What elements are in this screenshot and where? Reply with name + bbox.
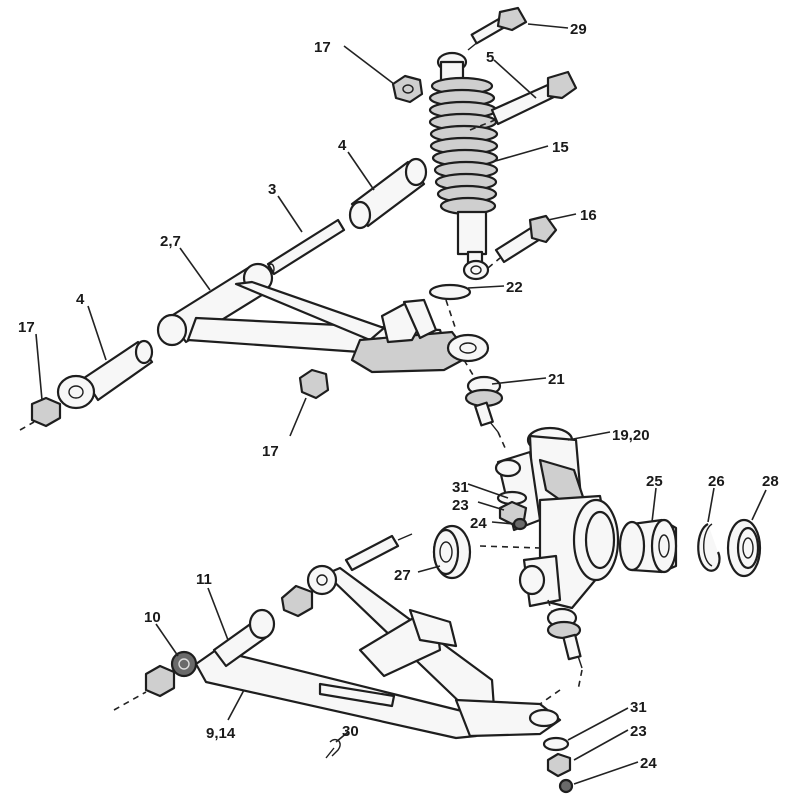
bushing-4-top xyxy=(348,157,428,230)
callout-19-20: 19,20 xyxy=(612,427,650,444)
bolt-16 xyxy=(487,214,558,269)
callout-26: 26 xyxy=(708,473,725,490)
washer-31-bottom xyxy=(542,736,570,752)
steering-knuckle xyxy=(479,426,620,610)
bolt-29 xyxy=(467,6,528,51)
seal-27 xyxy=(432,524,472,580)
callout-10: 10 xyxy=(144,609,161,626)
callout-4-top: 4 xyxy=(338,137,347,154)
callout-25: 25 xyxy=(646,473,663,490)
callout-23-top: 23 xyxy=(452,497,469,514)
callout-17-left: 17 xyxy=(18,319,35,336)
bushing-lower-mid xyxy=(280,584,314,618)
callout-15: 15 xyxy=(552,139,569,156)
callout-16: 16 xyxy=(580,207,597,224)
callout-17-top: 17 xyxy=(314,39,331,56)
bushing-4-left xyxy=(56,339,154,410)
bearing-25 xyxy=(618,518,678,574)
callout-31-top: 31 xyxy=(452,479,469,496)
pin-24-bottom xyxy=(558,778,574,794)
callout-5: 5 xyxy=(486,49,494,66)
assembly-line xyxy=(539,689,561,705)
nut-17-mid xyxy=(298,368,330,400)
callout-4-left: 4 xyxy=(76,291,85,308)
callout-30: 30 xyxy=(342,723,359,740)
callout-24-bottom: 24 xyxy=(640,755,657,772)
pin-lower xyxy=(344,533,413,572)
nut-17-left xyxy=(19,396,62,431)
callout-27: 27 xyxy=(394,567,411,584)
upper-a-arm xyxy=(156,262,490,374)
bolt-11 xyxy=(212,608,276,668)
pin-3 xyxy=(266,218,346,276)
nut-23-bottom xyxy=(546,752,572,778)
callout-31-bottom: 31 xyxy=(630,699,647,716)
callout-24-top: 24 xyxy=(470,515,487,532)
callout-28: 28 xyxy=(762,473,779,490)
seal-28 xyxy=(726,518,762,578)
circlip-26 xyxy=(697,523,721,572)
pin-24-top xyxy=(512,517,528,531)
shock-absorber xyxy=(428,51,499,281)
callout-23-bottom: 23 xyxy=(630,723,647,740)
callout-22: 22 xyxy=(506,279,523,296)
leader-lines xyxy=(35,23,767,785)
ball-joint-lower xyxy=(546,599,583,691)
callout-9-14: 9,14 xyxy=(206,725,236,742)
callout-21: 21 xyxy=(548,371,565,388)
callout-labels: 29 17 5 15 4 16 3 2,7 22 4 17 21 17 19,2… xyxy=(18,21,779,772)
callout-17-mid: 17 xyxy=(262,443,279,460)
ball-joint-21 xyxy=(463,359,507,451)
callout-29: 29 xyxy=(570,21,587,38)
nut-17-top xyxy=(391,74,424,104)
lower-a-arm xyxy=(194,564,562,740)
washer-10 xyxy=(170,650,198,678)
callout-2-7: 2,7 xyxy=(160,233,181,250)
cotter-30 xyxy=(325,738,341,759)
bolt-5 xyxy=(469,70,578,131)
callout-11: 11 xyxy=(196,571,212,588)
nut-lower-left xyxy=(113,664,176,711)
ring-22 xyxy=(428,283,472,331)
callout-3: 3 xyxy=(268,181,276,198)
